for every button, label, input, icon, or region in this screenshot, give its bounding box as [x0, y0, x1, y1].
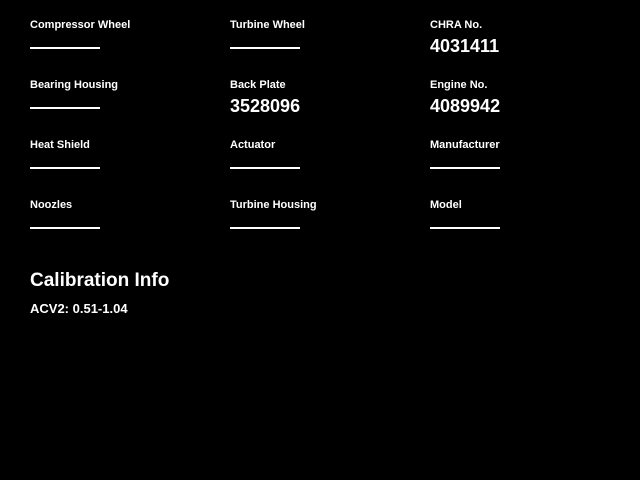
- field-label: Heat Shield: [30, 139, 90, 151]
- empty-field-underline[interactable]: [30, 167, 100, 169]
- field-label: Noozles: [30, 199, 73, 211]
- field-chra-no[interactable]: CHRA No. 4031411: [430, 19, 630, 79]
- empty-field-underline[interactable]: [430, 167, 500, 169]
- field-turbine-wheel[interactable]: Turbine Wheel: [230, 19, 430, 79]
- empty-field-underline[interactable]: [30, 47, 100, 49]
- field-heat-shield[interactable]: Heat Shield: [30, 139, 230, 199]
- field-value: 3528096: [230, 96, 301, 116]
- field-label: Turbine Housing: [230, 199, 317, 211]
- field-label: Bearing Housing: [30, 79, 119, 91]
- empty-field-underline[interactable]: [230, 47, 300, 49]
- field-manufacturer[interactable]: Manufacturer: [430, 139, 630, 199]
- field-value: 4031411: [430, 36, 500, 56]
- field-noozles[interactable]: Noozles: [30, 199, 230, 259]
- calibration-heading: Calibration Info: [30, 270, 170, 291]
- field-label: Actuator: [230, 139, 276, 151]
- empty-field-underline[interactable]: [30, 107, 100, 109]
- field-label: Manufacturer: [430, 139, 500, 151]
- empty-field-underline[interactable]: [30, 227, 100, 229]
- field-back-plate[interactable]: Back Plate 3528096: [230, 79, 430, 139]
- field-actuator[interactable]: Actuator: [230, 139, 430, 199]
- field-compressor-wheel[interactable]: Compressor Wheel: [30, 19, 230, 79]
- field-value: 4089942: [430, 96, 501, 116]
- field-turbine-housing[interactable]: Turbine Housing: [230, 199, 430, 259]
- empty-field-underline[interactable]: [430, 227, 500, 229]
- field-label: Engine No.: [430, 79, 488, 91]
- field-bearing-housing[interactable]: Bearing Housing: [30, 79, 230, 139]
- field-label: Back Plate: [230, 79, 286, 91]
- field-label: CHRA No.: [430, 19, 483, 31]
- field-label: Model: [430, 199, 462, 211]
- field-label: Compressor Wheel: [30, 19, 131, 31]
- field-model[interactable]: Model: [430, 199, 630, 259]
- empty-field-underline[interactable]: [230, 227, 300, 229]
- field-engine-no[interactable]: Engine No. 4089942: [430, 79, 630, 139]
- parts-fields-grid: Compressor Wheel Turbine Wheel CHRA No. …: [30, 19, 630, 259]
- field-label: Turbine Wheel: [230, 19, 305, 31]
- empty-field-underline[interactable]: [230, 167, 300, 169]
- calibration-section: Calibration Info ACV2: 0.51-1.04: [30, 271, 169, 316]
- calibration-entry: ACV2: 0.51-1.04: [30, 301, 128, 316]
